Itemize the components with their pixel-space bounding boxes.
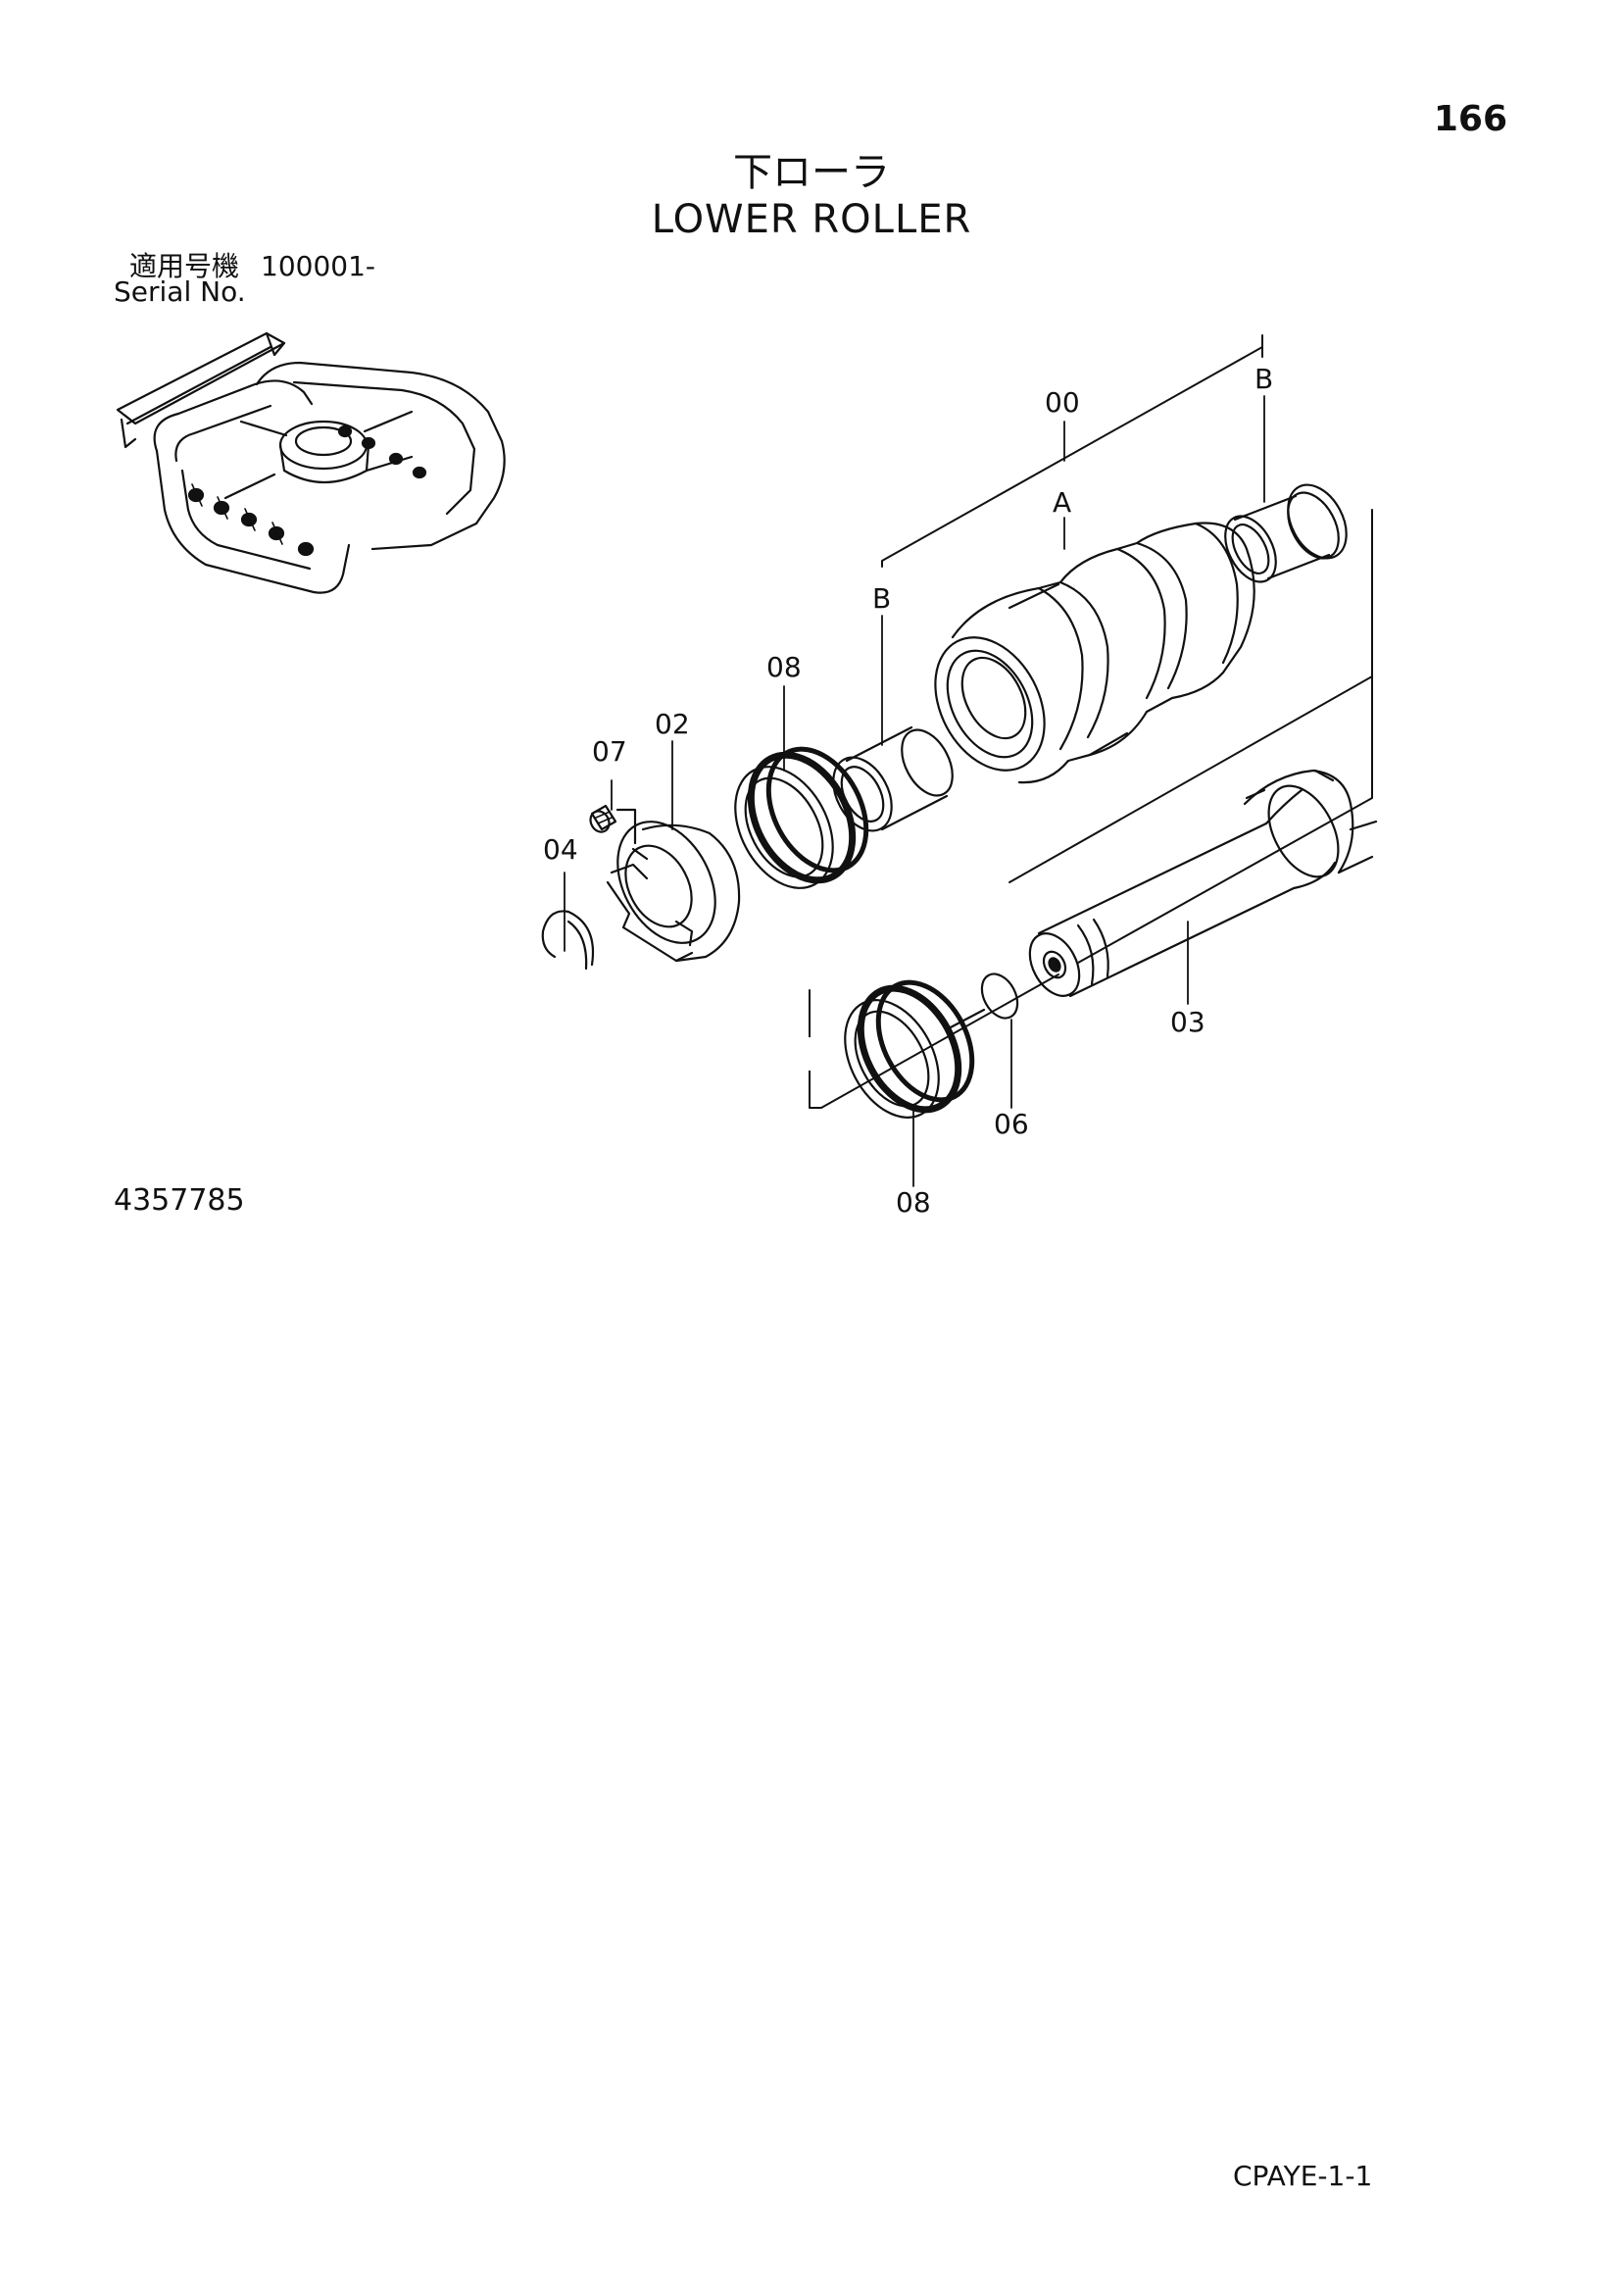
callout-04: 04 [543, 833, 578, 866]
callout-labels: 00 A B B 08 02 07 04 03 06 08 [543, 363, 1273, 1219]
o-ring [945, 973, 1019, 1031]
roller-shell [934, 522, 1255, 784]
plug [589, 804, 637, 845]
callout-02: 02 [655, 708, 690, 740]
callout-07: 07 [592, 735, 627, 768]
floating-seal-upper [734, 746, 869, 889]
bushing-right [1224, 483, 1348, 583]
callout-06: 06 [994, 1108, 1029, 1140]
collar [606, 821, 741, 963]
bushing-left [832, 725, 954, 832]
page-number: 166 [1433, 99, 1507, 139]
callout-08-lower: 08 [896, 1186, 931, 1219]
undercarriage-thumbnail [116, 331, 506, 594]
floating-seal-lower [844, 979, 975, 1119]
callout-b-right: B [1254, 363, 1273, 395]
leader-lines [564, 395, 1265, 1187]
serial-label-english: Serial No. [114, 275, 246, 308]
serial-label-jp: 適用号機 [129, 250, 240, 282]
callout-08-upper: 08 [766, 651, 802, 683]
serial-value: 100001- [261, 250, 376, 282]
title-japanese: 下ローラ [733, 150, 890, 195]
snap-ring [541, 910, 594, 971]
callout-a: A [1053, 486, 1071, 519]
track-roller-marks [187, 424, 427, 557]
reference-frame [808, 334, 1373, 1109]
callout-00: 00 [1045, 386, 1080, 419]
callout-03: 03 [1170, 1006, 1205, 1038]
title-english: LOWER ROLLER [651, 197, 972, 242]
shaft [1028, 769, 1378, 998]
serial-line-japanese: 適用号機 100001- [129, 253, 375, 280]
drawing-number: 4357785 [114, 1183, 245, 1218]
catalog-code: CPAYE-1-1 [1233, 2160, 1373, 2192]
callout-b-left: B [872, 582, 891, 615]
